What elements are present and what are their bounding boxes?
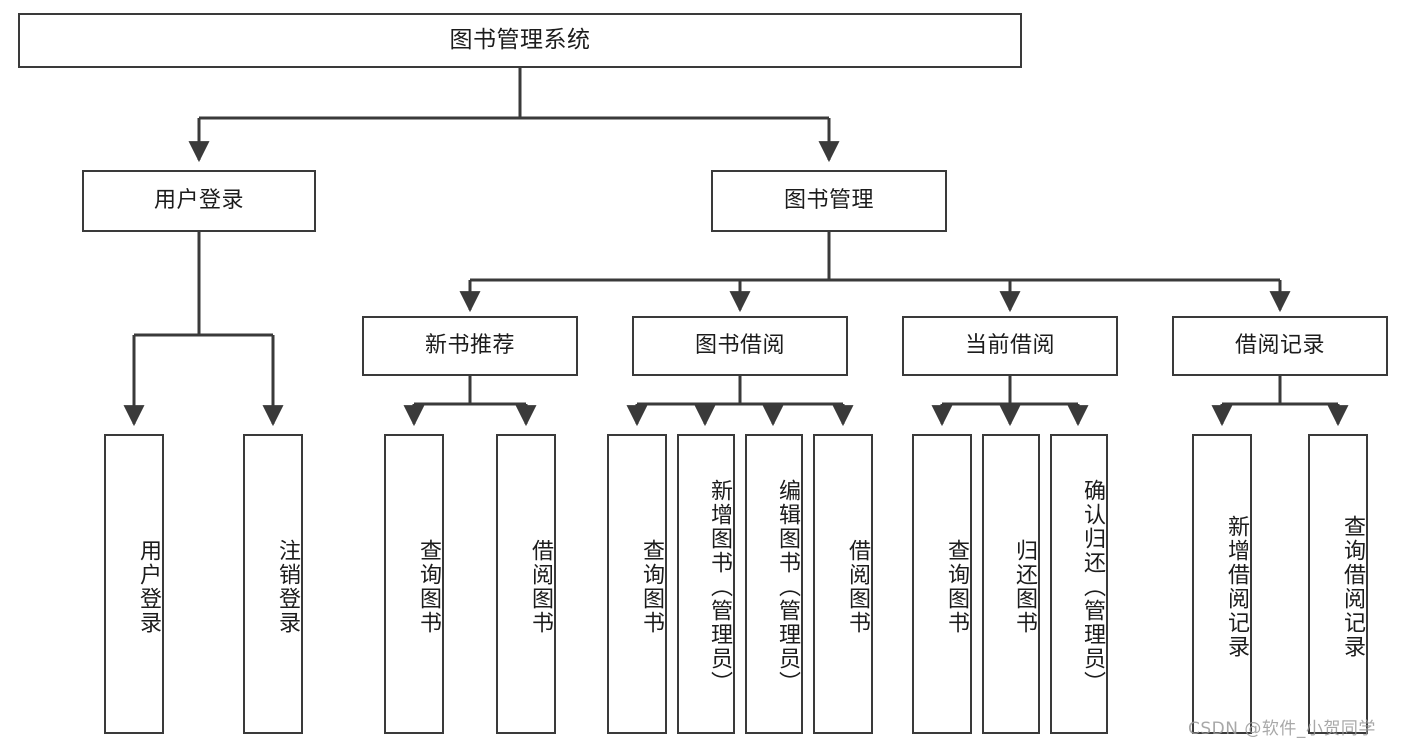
node-label: 查询图书 [416, 539, 441, 635]
node-label: 确认归还（管理员） [1080, 479, 1105, 695]
leaf-add-borrow-record[interactable]: 新增借阅记录 [1192, 434, 1252, 734]
node-label: 编辑图书（管理员） [775, 479, 800, 695]
node-label: 图书管理 [783, 187, 874, 213]
node-label: 新增借阅记录 [1224, 515, 1249, 659]
node-root-system[interactable]: 图书管理系统 [18, 13, 1022, 68]
leaf-borrow-book[interactable]: 借阅图书 [813, 434, 873, 734]
leaf-return-book[interactable]: 归还图书 [982, 434, 1040, 734]
leaf-confirm-return[interactable]: 确认归还（管理员） [1050, 434, 1108, 734]
leaf-add-book[interactable]: 新增图书（管理员） [677, 434, 735, 734]
leaf-logout-login[interactable]: 注销登录 [243, 434, 303, 734]
leaf-query-book-borrow[interactable]: 查询图书 [607, 434, 667, 734]
node-label: 查询图书 [944, 539, 969, 635]
node-label: 图书管理系统 [449, 26, 591, 53]
node-label: 图书借阅 [694, 332, 785, 358]
leaf-query-book-current[interactable]: 查询图书 [912, 434, 972, 734]
node-label: 新增图书（管理员） [707, 479, 732, 695]
watermark-csdn: CSDN @软件_小贺同学 [1188, 719, 1376, 739]
node-borrow-record[interactable]: 借阅记录 [1172, 316, 1388, 376]
node-label: 用户登录 [136, 539, 161, 635]
node-label: 当前借阅 [964, 332, 1055, 358]
node-label: 查询图书 [639, 539, 664, 635]
leaf-edit-book[interactable]: 编辑图书（管理员） [745, 434, 803, 734]
node-label: 注销登录 [275, 539, 300, 635]
leaf-query-borrow-record[interactable]: 查询借阅记录 [1308, 434, 1368, 734]
node-current-borrow[interactable]: 当前借阅 [902, 316, 1118, 376]
node-new-book-recommend[interactable]: 新书推荐 [362, 316, 578, 376]
node-label: 新书推荐 [424, 332, 515, 358]
leaf-borrow-book-recommend[interactable]: 借阅图书 [496, 434, 556, 734]
leaf-user-login[interactable]: 用户登录 [104, 434, 164, 734]
node-label: 借阅图书 [528, 539, 553, 635]
node-book-borrow[interactable]: 图书借阅 [632, 316, 848, 376]
node-user-login[interactable]: 用户登录 [82, 170, 316, 232]
node-label: 用户登录 [153, 187, 244, 213]
node-book-management[interactable]: 图书管理 [711, 170, 947, 232]
node-label: 借阅图书 [845, 539, 870, 635]
node-label: 归还图书 [1012, 539, 1037, 635]
node-label: 借阅记录 [1234, 332, 1325, 358]
leaf-query-book-recommend[interactable]: 查询图书 [384, 434, 444, 734]
node-label: 查询借阅记录 [1340, 515, 1365, 659]
